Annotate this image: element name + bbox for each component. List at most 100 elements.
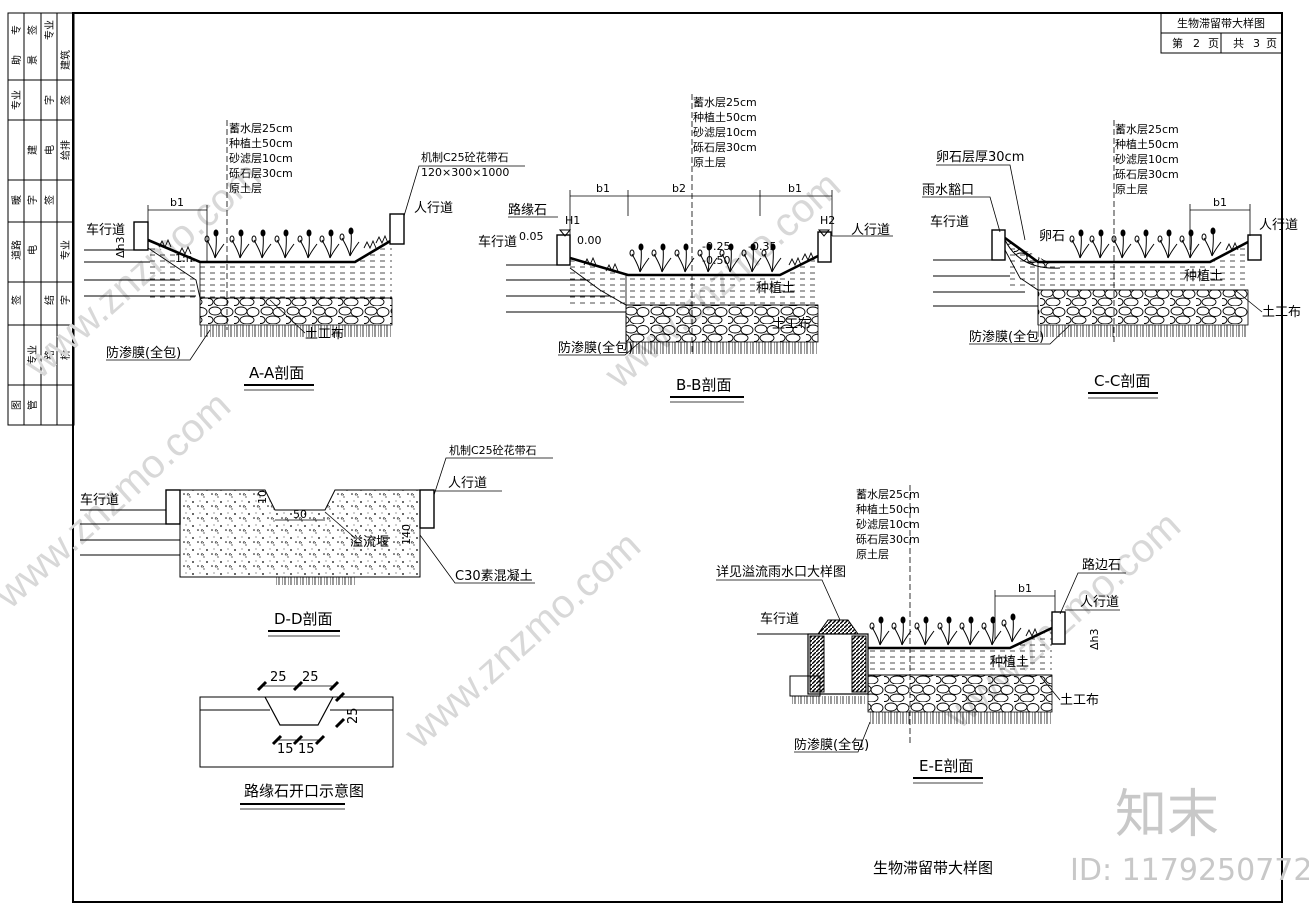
page-unit: 页 [1208, 37, 1219, 50]
sheet-border [72, 12, 1283, 903]
detail-note: 详见溢流雨水口大样图 [716, 565, 846, 580]
membrane-label: 防渗膜(全包) [558, 340, 633, 356]
section-title: C-C剖面 [1094, 372, 1150, 390]
signoff-cell: 桥 [60, 350, 72, 360]
section-title: D-D剖面 [274, 610, 333, 628]
walk-label: 人行道 [1259, 218, 1298, 233]
dim-b1: b1 [1018, 582, 1032, 595]
soil-label: 种植土 [990, 655, 1029, 670]
dim-25-side: 25 [346, 707, 361, 724]
road-label: 车行道 [760, 611, 799, 627]
layer-label: 砂滤层10cm [1115, 153, 1179, 166]
membrane-label: 防渗膜(全包) [969, 329, 1044, 345]
section-title: E-E剖面 [919, 757, 973, 775]
road-label: 车行道 [86, 222, 125, 238]
signoff-cell: 签 [59, 95, 72, 105]
road-label: 车行道 [80, 492, 119, 508]
signoff-cell: 管 [26, 400, 39, 410]
signoff-cell: 景 [27, 55, 39, 65]
h1-label: H1 [565, 214, 580, 227]
dim-50: 50 [293, 508, 307, 521]
layer-label: 砂滤层10cm [856, 518, 920, 531]
inlet-label: 雨水豁口 [922, 182, 974, 198]
walk-label: 人行道 [448, 476, 487, 491]
curb-note: 机制C25砼花带石 [421, 150, 509, 164]
signoff-cell: 专 [10, 25, 23, 35]
h2-label: H2 [820, 214, 835, 227]
signoff-cell: 字 [43, 95, 56, 105]
geotextile-label: 土工布 [772, 317, 811, 332]
signoff-cell: 给排 [59, 140, 72, 160]
section-c-c: 蓄水层25cm 种植土50cm 砂滤层10cm 砾石层30cm 原土层 b1 卵… [922, 120, 1301, 399]
dim-10: 10 [256, 490, 269, 504]
curb-opening-diagram: 25 25 25 15 15 路缘石开口示意图 [199, 670, 394, 810]
road-label: 车行道 [930, 214, 969, 230]
signoff-cell: 签 [26, 25, 39, 35]
dim-b2: b2 [672, 182, 686, 195]
layer-label: 蓄水层25cm [1115, 123, 1179, 136]
diagram-title: 路缘石开口示意图 [244, 782, 364, 800]
signoff-cell: 助 [10, 55, 23, 65]
signoff-column: 专签专业建筑助景字签专业建电给排暖字签专业道路电结字签专业路桥图管 [7, 12, 75, 426]
curb-label: 路边石 [1082, 557, 1121, 573]
signoff-cell: 专业 [26, 345, 39, 365]
signoff-cell: 建筑 [59, 50, 72, 70]
membrane-label: 防渗膜(全包) [794, 737, 869, 753]
signoff-cell: 专业 [59, 240, 72, 260]
signoff-cell: 字 [59, 295, 72, 305]
signoff-cell: 道路 [10, 240, 23, 260]
id-text: ID: 1179250772 [1070, 853, 1309, 888]
geotextile-label: 土工布 [1262, 305, 1301, 320]
pebble-layer-label: 卵石层厚30cm [936, 150, 1024, 165]
signoff-cell: 专业 [10, 90, 23, 110]
layer-label: 砂滤层10cm [693, 126, 757, 139]
elev-label: -0.35 [748, 240, 776, 253]
dim-15-right: 15 [298, 742, 315, 757]
slope-label: 1:n [175, 252, 193, 265]
layer-label: 蓄水层25cm [856, 488, 920, 501]
signoff-cell: 签 [10, 295, 23, 305]
dim-b1: b1 [170, 196, 184, 209]
walk-label: 人行道 [851, 223, 890, 238]
page-label: 第 [1172, 36, 1183, 50]
dim-b1: b1 [596, 182, 610, 195]
dim-25-right: 25 [302, 670, 319, 685]
elev-label: -0.25 [702, 240, 730, 253]
signoff-cell: 路 [43, 350, 56, 360]
layer-label: 原土层 [693, 156, 726, 169]
membrane-label: 防渗膜(全包) [106, 345, 181, 361]
title-block: 生物滞留带大样图 第 2 页 共 3 页 [1160, 12, 1283, 54]
road-label: 车行道 [478, 234, 517, 250]
dim-140: 140 [400, 524, 413, 545]
layer-label: 原土层 [856, 548, 889, 561]
dh-label: Δh3 [1088, 629, 1101, 651]
dim-b1: b1 [1213, 196, 1227, 209]
section-e-e: 蓄水层25cm 种植土50cm 砂滤层10cm 砾石层30cm 原土层 b1 详… [716, 485, 1126, 784]
total-number: 3 [1253, 37, 1260, 50]
layer-label: 种植土50cm [856, 502, 920, 516]
watermark: www.znzmo.com [396, 523, 649, 757]
curb-size: 120×300×1000 [421, 166, 509, 179]
layer-label: 砾石层30cm [229, 167, 293, 180]
title-block-name: 生物滞留带大样图 [1177, 16, 1265, 30]
walk-label: 人行道 [1080, 595, 1119, 610]
soil-label: 种植土 [1184, 269, 1223, 284]
elev-label: 0.05 [519, 230, 544, 243]
section-d-d: 车行道 人行道 机制C25砼花带石 50 10 140 溢流堰 C30素混凝土 … [80, 443, 553, 637]
layer-label: 种植土50cm [1115, 137, 1179, 151]
signoff-cell: 结 [43, 295, 56, 305]
dh-label: Δh3 [114, 237, 127, 259]
soil-label: 种植土 [756, 281, 795, 296]
dim-b1-right: b1 [788, 182, 802, 195]
signoff-cell: 专业 [43, 20, 56, 40]
signoff-cell: 图 [11, 400, 23, 410]
concrete-label: C30素混凝土 [455, 568, 533, 584]
layer-label: 砾石层30cm [1115, 168, 1179, 181]
layer-label: 原土层 [229, 182, 262, 195]
brand-logo-text: 知末 [1115, 785, 1219, 845]
dim-25-left: 25 [270, 670, 287, 685]
layer-label: 蓄水层25cm [693, 96, 757, 109]
signoff-cell: 字 [26, 195, 39, 205]
layer-label: 种植土50cm [229, 136, 293, 150]
